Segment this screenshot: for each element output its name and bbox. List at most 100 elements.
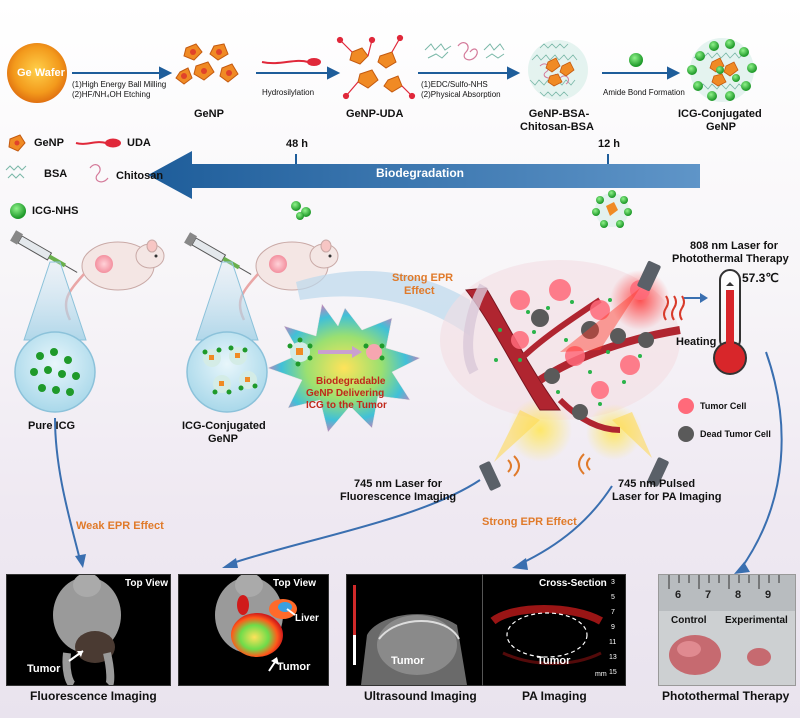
depth-tick: 11 — [609, 639, 617, 646]
biodegradation-label: Biodegradation — [376, 166, 465, 180]
legend-icg-nhs-label: ICG-NHS — [32, 205, 79, 217]
panel2-top-view: Top View — [273, 578, 316, 589]
laser745p-line1: 745 nm Pulsed — [618, 478, 696, 490]
icg-genp-line1: ICG-Conjugated — [182, 420, 266, 432]
time-12h: 12 h — [598, 138, 621, 150]
degraded-icg-48h — [291, 201, 311, 220]
caption-ultrasound: Ultrasound Imaging — [364, 689, 477, 703]
starburst-particle-right — [363, 343, 385, 361]
panel-pure-icg: Top View Tumor — [6, 574, 171, 686]
temperature-label: 57.3℃ — [742, 271, 779, 285]
panel4-cross-section: Cross-Section — [539, 578, 607, 589]
caption-photothermal: Photothermal Therapy — [662, 689, 790, 703]
panel4-mm: mm — [595, 671, 607, 678]
tumor-cell-label: Tumor Cell — [700, 401, 747, 411]
laser-808-icon — [560, 261, 661, 352]
connector-arrows — [54, 351, 783, 571]
degraded-cluster-12h — [592, 190, 632, 228]
panel-fluorescence: Top View Liver Tumor — [178, 574, 329, 686]
depth-tick: 15 — [609, 669, 617, 676]
laser745p-line2: Laser for PA Imaging — [612, 491, 722, 503]
strong-epr-bottom-label: Strong EPR Effect — [482, 516, 577, 528]
product-genp: GeNP — [194, 108, 224, 120]
starburst-line3: ICG to the Tumor — [306, 400, 387, 411]
flask-pure-icg — [14, 261, 96, 413]
starburst-shape — [267, 303, 421, 433]
thermometer-icon — [713, 269, 747, 375]
legend-icg-nhs-icon — [10, 203, 26, 219]
ge-wafer-label: Ge Wafer — [17, 67, 65, 79]
blood-vessel-main — [465, 287, 561, 411]
laser-745-right-icon — [578, 412, 669, 487]
legend-bsa-label: BSA — [44, 168, 68, 180]
product-icg-line2: GeNP — [706, 121, 736, 133]
panel2-tumor: Tumor — [277, 661, 311, 673]
dead-tumor-cell-label: Dead Tumor Cell — [700, 429, 771, 439]
strong-epr-line1: Strong EPR — [392, 272, 454, 284]
icg-conjugated-genp-cluster-icon — [687, 38, 757, 102]
mouse-right-icon — [238, 239, 339, 321]
legend-uda-icon — [75, 138, 121, 148]
legend-dead-tumor-cell-icon — [678, 426, 694, 442]
chitosan-icon-top — [457, 42, 478, 61]
panel-ultrasound: Tumor — [346, 574, 483, 686]
legend-tumor-cell-icon — [678, 398, 694, 414]
icg-nhs-dot — [629, 53, 643, 67]
step1-line1: (1)High Energy Ball Milling — [72, 80, 167, 89]
ge-wafer-disc — [7, 43, 67, 103]
genp-bsa-chitosan-cluster-icon — [528, 40, 588, 100]
laser808-line2: Photothermal Therapy — [672, 253, 789, 265]
starburst-particle-left — [287, 337, 313, 367]
panel3-tumor: Tumor — [391, 655, 425, 667]
product-icg-line1: ICG-Conjugated — [678, 108, 762, 120]
step1-line2: (2)HF/NH₄OH Etching — [72, 90, 151, 99]
legend-chitosan-label: Chitosan — [116, 170, 164, 182]
panel-pa: Cross-Section Tumor mm 3 5 7 9 11 13 15 — [482, 574, 626, 686]
weak-epr-label: Weak EPR Effect — [76, 520, 164, 532]
mouse-left-icon — [64, 239, 165, 321]
caption-pa: PA Imaging — [522, 689, 587, 703]
bsa-icon-top — [424, 43, 452, 59]
epr-swoosh — [296, 270, 470, 336]
step3-line1: (1)EDC/Sulfo-NHS — [421, 80, 488, 89]
heat-waves-icon — [663, 295, 685, 321]
genp-uda-cluster-icon — [336, 34, 416, 100]
laser745-line1: 745 nm Laser for — [354, 478, 443, 490]
control-label: Control — [671, 615, 707, 626]
laser808-line1: 808 nm Laser for — [690, 240, 779, 252]
panel1-tumor: Tumor — [27, 663, 61, 675]
tumor-region — [440, 260, 681, 462]
syringe-right-icon — [184, 232, 252, 275]
experimental-label: Experimental — [725, 615, 788, 626]
ruler-tick: 7 — [705, 589, 712, 601]
laser745-line2: Fluorescence Imaging — [340, 491, 457, 503]
depth-tick: 7 — [611, 609, 615, 616]
ruler-tick: 9 — [765, 589, 772, 601]
panel-photothermal: 6 7 8 9 Control Experimental — [658, 574, 796, 686]
step4-label: Amide Bond Formation — [603, 88, 685, 97]
product-genp-uda: GeNP-UDA — [346, 108, 404, 120]
depth-tick: 13 — [609, 654, 617, 661]
legend-uda-label: UDA — [127, 137, 151, 149]
legend-bsa-icon — [5, 165, 27, 179]
starburst-line1: Biodegradable — [316, 376, 386, 387]
heating-label: Heating — [676, 336, 717, 348]
legend-genp-label: GeNP — [34, 137, 64, 149]
depth-tick: 9 — [611, 624, 615, 631]
time-48h: 48 h — [286, 138, 309, 150]
depth-tick: 5 — [611, 594, 615, 601]
depth-tick: 3 — [611, 579, 615, 586]
synthesis-arrows — [72, 66, 681, 80]
strong-epr-line2: Effect — [404, 285, 435, 297]
syringe-left-icon — [10, 230, 78, 273]
panel4-tumor: Tumor — [537, 655, 571, 667]
product-bsa-line1: GeNP-BSA- — [528, 108, 590, 120]
flask-icg-genp — [186, 261, 268, 413]
ruler-tick: 6 — [675, 589, 682, 601]
icg-genp-line2: GeNP — [208, 433, 238, 445]
caption-fluorescence: Fluorescence Imaging — [30, 689, 157, 703]
panel1-top-view: Top View — [125, 578, 168, 589]
panel2-liver: Liver — [295, 613, 319, 624]
laser-745-left-icon — [479, 410, 540, 491]
